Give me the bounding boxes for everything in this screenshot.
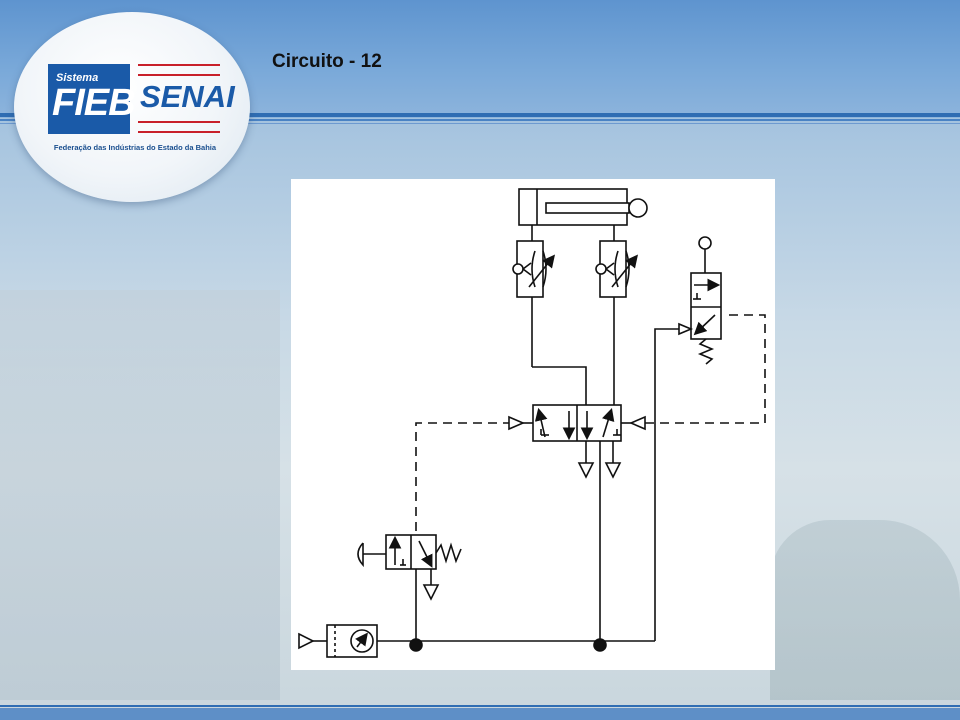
logo-sistema-text: Sistema [56, 72, 99, 84]
background-trees [770, 520, 960, 700]
junction-dot [409, 638, 423, 652]
header-stripe [0, 123, 960, 124]
logo-rule [138, 64, 220, 66]
footer-band [0, 708, 960, 720]
logo-fieb-box [48, 64, 130, 134]
circuit-svg [298, 188, 766, 658]
roller-valve [654, 236, 722, 641]
main-directional-valve [508, 404, 646, 641]
header-stripe [0, 119, 960, 121]
flow-control-valve-right [595, 240, 638, 405]
air-supply-unit [298, 624, 655, 658]
footer-stripe [0, 705, 960, 707]
slide-title: Circuito - 12 [272, 51, 382, 72]
logo-subtitle: Federação das Indústrias do Estado da Ba… [53, 143, 217, 152]
pneumatic-circuit-diagram [291, 179, 775, 670]
background-building [0, 290, 280, 700]
logo-fieb-text: FIEB [52, 82, 136, 124]
pilot-line-left [415, 422, 509, 531]
double-acting-cylinder [518, 188, 648, 241]
logo-rule [138, 121, 220, 123]
pilot-line-right [645, 314, 766, 424]
logo-rule [138, 131, 220, 133]
logo-rule [138, 74, 220, 76]
header-stripe [0, 113, 960, 117]
push-button-valve [357, 534, 462, 641]
logo-senai-text: SENAI [140, 79, 235, 114]
junction-dot [593, 638, 607, 652]
flow-control-valve-left [512, 240, 555, 367]
